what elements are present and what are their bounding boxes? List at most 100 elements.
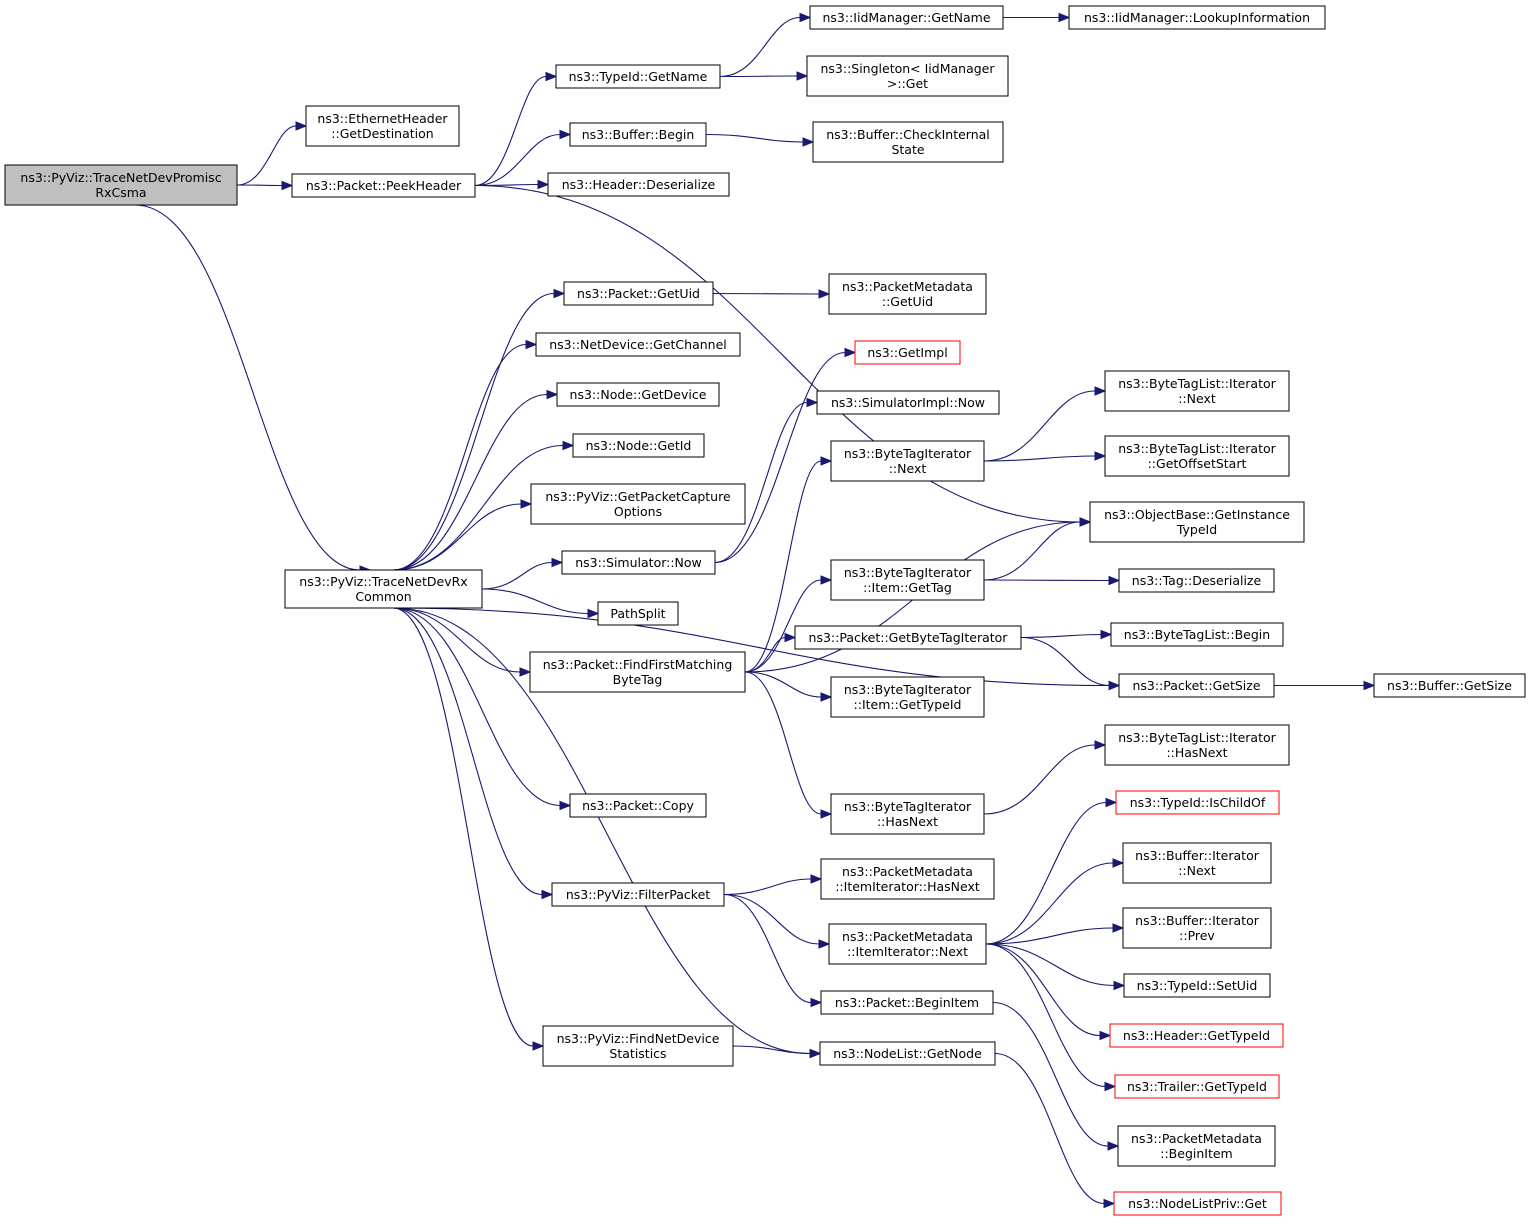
call-edge [723,874,823,896]
function-node-label: ns3::ByteTagIterator [844,446,972,461]
function-node-node-getdevice[interactable]: ns3::Node::GetDevice [556,382,720,407]
function-node-getimpl[interactable]: ns3::GetImpl [854,340,961,365]
function-node-header-deser[interactable]: ns3::Header::Deserialize [547,172,730,197]
call-edge [985,943,1126,991]
function-node-bti-item-gettypeid[interactable]: ns3::ByteTagIterator::Item::GetTypeId [830,676,985,718]
function-node-label: ns3::PyViz::TraceNetDevRx [299,574,467,589]
function-node-label: ns3::Singleton< IidManager [820,61,995,76]
function-node-iid-getname[interactable]: ns3::IidManager::GetName [809,5,1004,30]
function-node-pmeta-ii-next[interactable]: ns3::PacketMetadata::ItemIterator::Next [828,923,987,965]
function-node-buffer-begin[interactable]: ns3::Buffer::Begin [569,122,707,147]
function-node-peekheader[interactable]: ns3::Packet::PeekHeader [291,173,476,198]
function-node-pathsplit[interactable]: PathSplit [597,601,679,626]
function-node-packet-getsize[interactable]: ns3::Packet::GetSize [1118,673,1275,698]
call-edge [714,397,819,564]
call-edge [393,339,538,571]
call-edge [1020,636,1121,691]
function-node-label: >::Get [887,76,928,91]
call-edge [393,389,559,571]
function-node-trailer-gettypeid[interactable]: ns3::Trailer::GetTypeId [1114,1074,1280,1099]
function-node-bti-next[interactable]: ns3::ByteTagIterator::Next [830,440,985,482]
function-node-label: ns3::ByteTagIterator [844,565,972,580]
function-node-typeid-getname[interactable]: ns3::TypeId::GetName [555,64,721,89]
call-edge [719,71,809,81]
function-node-label: ns3::Buffer::Iterator [1135,848,1260,863]
function-node-packet-beginitem[interactable]: ns3::Packet::BeginItem [820,990,994,1015]
function-node-packet-copy[interactable]: ns3::Packet::Copy [569,793,707,818]
function-node-bti-hasnext[interactable]: ns3::ByteTagIterator::HasNext [830,793,985,835]
function-node-nodelistpriv-get[interactable]: ns3::NodeListPriv::Get [1113,1191,1282,1216]
function-node-label: ns3::Packet::GetByteTagIterator [809,630,1009,645]
function-node-iid-lookup[interactable]: ns3::IidManager::LookupInformation [1068,5,1326,30]
call-edge [1273,680,1376,691]
function-node-label: ns3::Buffer::GetSize [1387,678,1512,693]
function-node-nodelist-getnode[interactable]: ns3::NodeList::GetNode [819,1041,996,1066]
function-node-label: State [891,142,924,157]
function-node-packet-getuid[interactable]: ns3::Packet::GetUid [563,281,714,306]
function-node-header-gettypeid[interactable]: ns3::Header::GetTypeId [1109,1023,1284,1048]
function-node-buffer-it-next[interactable]: ns3::Buffer::Iterator::Next [1122,842,1272,884]
function-node-singleton-get[interactable]: ns3::Singleton< IidManager>::Get [806,55,1009,97]
function-node-pmeta-beginitem[interactable]: ns3::PacketMetadata::BeginItem [1117,1125,1276,1167]
function-node-label: ns3::NodeListPriv::Get [1128,1196,1267,1211]
call-edge [236,180,294,191]
call-edge [992,1001,1120,1151]
function-node-pmeta-ii-hasnext[interactable]: ns3::PacketMetadata::ItemIterator::HasNe… [820,858,995,900]
call-edge [705,133,815,147]
call-edge [983,517,1092,581]
function-node-label: ns3::ByteTagIterator [844,682,972,697]
function-node-buffer-it-prev[interactable]: ns3::Buffer::Iterator::Prev [1122,907,1272,949]
function-node-bti-item-gettag[interactable]: ns3::ByteTagIterator::Item::GetTag [830,559,985,601]
call-edge [481,557,564,590]
function-node-label: ns3::Node::GetDevice [570,387,707,402]
function-node-tag-deser[interactable]: ns3::Tag::Deserialize [1118,568,1275,593]
call-edge [983,575,1121,586]
call-edge [714,347,857,564]
call-edge [744,456,833,673]
call-edge [393,607,545,1051]
function-node-label: ns3::Packet::BeginItem [835,995,979,1010]
function-node-label: ns3::PyViz::TraceNetDevPromisc [20,170,221,185]
function-node-label: ns3::TypeId::IsChildOf [1130,795,1266,810]
function-node-typeid-setuid[interactable]: ns3::TypeId::SetUid [1123,973,1271,998]
function-node-filterpacket[interactable]: ns3::PyViz::FilterPacket [551,882,725,907]
function-node-btl-begin[interactable]: ns3::ByteTagList::Begin [1110,622,1284,647]
function-node-label: ns3::Header::GetTypeId [1123,1028,1270,1043]
function-node-btl-it-next[interactable]: ns3::ByteTagList::Iterator::Next [1104,370,1290,412]
function-node-packet-getbytetagit[interactable]: ns3::Packet::GetByteTagIterator [794,625,1022,650]
call-edge [744,671,833,702]
function-node-buffer-getsize[interactable]: ns3::Buffer::GetSize [1373,673,1526,698]
function-node-label: ns3::Packet::GetSize [1132,678,1260,693]
function-node-eth-getdest[interactable]: ns3::EthernetHeader::GetDestination [305,105,460,147]
function-node-node-getid[interactable]: ns3::Node::GetId [572,433,705,458]
function-node-simulator-now[interactable]: ns3::Simulator::Now [561,550,716,575]
function-node-typeid-ischildof[interactable]: ns3::TypeId::IsChildOf [1115,790,1280,815]
function-node-label: ns3::TypeId::GetName [569,69,708,84]
function-node-label: Statistics [609,1046,666,1061]
function-node-label: ::Item::GetTag [863,580,952,595]
function-node-label: ns3::EthernetHeader [317,111,448,126]
function-node-simimpl-now[interactable]: ns3::SimulatorImpl::Now [816,390,1000,415]
function-node-label: ns3::Trailer::GetTypeId [1127,1079,1267,1094]
call-edge [474,129,572,187]
function-node-label: ns3::SimulatorImpl::Now [831,395,985,410]
function-node-netdev-getchannel[interactable]: ns3::NetDevice::GetChannel [535,332,741,357]
function-node-label: ns3::NodeList::GetNode [833,1046,982,1061]
call-edge [985,943,1117,1092]
function-node-btl-it-hasnext[interactable]: ns3::ByteTagList::Iterator::HasNext [1104,724,1290,766]
function-node-pmeta-getuid[interactable]: ns3::PacketMetadata::GetUid [828,273,987,315]
function-node-label: ns3::Packet::GetUid [577,286,700,301]
call-edge [723,893,831,949]
function-node-btl-it-getoffset[interactable]: ns3::ByteTagList::Iterator::GetOffsetSta… [1104,435,1290,477]
function-node-label: ns3::Packet::PeekHeader [306,178,462,193]
function-node-label: ::HasNext [1166,745,1227,760]
function-node-label: ns3::PyViz::FindNetDevice [557,1031,720,1046]
function-node-label: ns3::Header::Deserialize [562,177,716,192]
